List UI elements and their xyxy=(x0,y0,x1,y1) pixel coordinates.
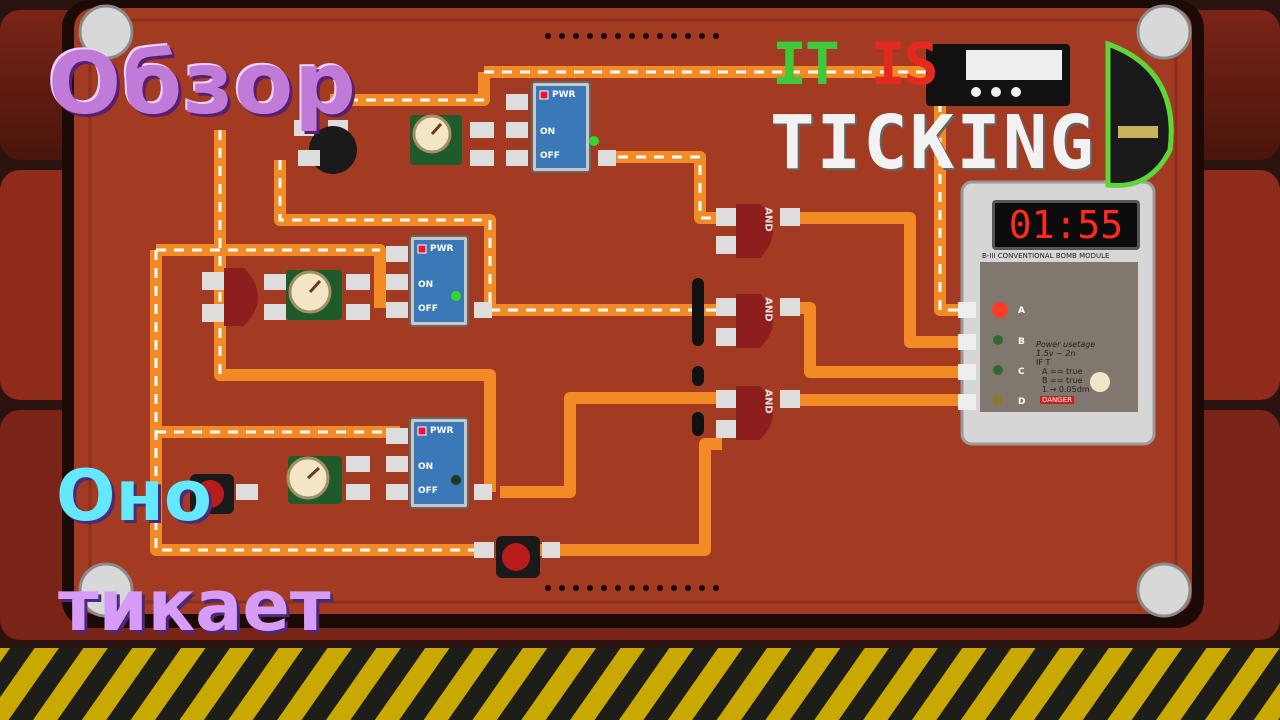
terminal-a: A xyxy=(1018,306,1025,316)
switch-3-on: ON xyxy=(418,462,434,472)
knob-icon[interactable] xyxy=(410,114,494,166)
led-icon xyxy=(451,475,461,485)
and-gate-left[interactable] xyxy=(202,268,258,326)
and-gate-2[interactable] xyxy=(716,294,800,348)
terminal-b: B xyxy=(1018,337,1025,347)
power-usage-label: Power usetage xyxy=(1036,340,1096,349)
logo-device xyxy=(926,40,1174,189)
logo-it: IT xyxy=(772,30,840,98)
power-switch-3[interactable] xyxy=(386,417,492,509)
led-icon xyxy=(451,291,461,301)
module-title: B-III CONVENTIONAL BOMB MODULE xyxy=(982,252,1110,260)
switch-1-off: OFF xyxy=(540,151,560,161)
gate-3-label: AND xyxy=(762,389,774,414)
and-gate-3[interactable] xyxy=(716,386,800,440)
knob-icon[interactable] xyxy=(264,270,370,320)
switch-1-on: ON xyxy=(540,127,556,137)
switch-1-pwr: PWR xyxy=(552,90,576,100)
bomb-timer: 01:55 xyxy=(992,200,1140,250)
switch-3-off: OFF xyxy=(418,486,438,496)
knob-icon[interactable] xyxy=(286,456,370,504)
and-gate-1[interactable] xyxy=(716,204,800,258)
switch-2-pwr: PWR xyxy=(430,244,454,254)
bomb-module xyxy=(958,180,1156,446)
wire-dashes xyxy=(154,70,968,552)
if-label: IF T xyxy=(1036,358,1051,367)
power-value: 1.5v ~ 2n xyxy=(1036,349,1076,358)
hazard-stripe xyxy=(0,648,1280,720)
led-icon xyxy=(992,302,1008,318)
buzzer-icon xyxy=(294,120,357,174)
rule-b: B == true xyxy=(1042,376,1083,385)
overlay-title: Обзор xyxy=(48,34,357,134)
switch-3-pwr: PWR xyxy=(430,426,454,436)
led-icon xyxy=(589,136,599,146)
screw-icon xyxy=(78,4,1192,618)
logo-is: IS xyxy=(870,30,939,98)
gate-1-label: AND xyxy=(762,207,774,232)
push-button-icon[interactable] xyxy=(474,536,560,578)
push-button-icon[interactable] xyxy=(190,474,258,514)
rule-a: A == true xyxy=(1042,367,1083,376)
danger-label: DANGER xyxy=(1040,396,1075,404)
gate-2-label: AND xyxy=(762,297,774,322)
vent-dots-top xyxy=(545,33,719,39)
overlay-subtitle-line1: Оно xyxy=(56,455,212,537)
vent-dots-bottom xyxy=(545,585,719,591)
switch-2-off: OFF xyxy=(418,304,438,314)
logo-it-is: IT IS xyxy=(772,30,939,98)
logo-ticking: TICKING xyxy=(770,100,1096,186)
terminal-c: C xyxy=(1018,367,1025,377)
overlay-subtitle-line2: тикает xyxy=(58,565,331,647)
terminal-d: D xyxy=(1018,397,1026,407)
power-switch-2[interactable] xyxy=(386,235,492,327)
power-switch-1[interactable] xyxy=(506,81,616,173)
gate-bus-bar xyxy=(692,278,704,346)
rule-c: 1 → 0.05dm xyxy=(1042,385,1090,394)
switch-2-on: ON xyxy=(418,280,434,290)
